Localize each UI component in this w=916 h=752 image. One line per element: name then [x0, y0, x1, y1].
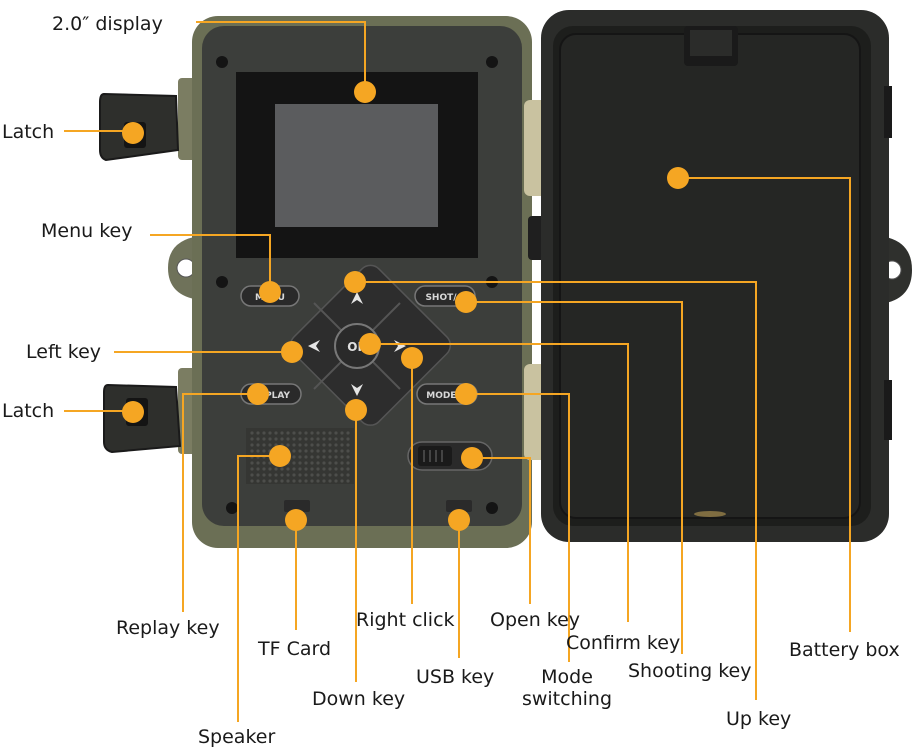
label-battery-box: Battery box [789, 639, 900, 661]
label-usb-key: USB key [416, 666, 495, 688]
display-dot [354, 81, 376, 103]
bottom-slots [284, 500, 472, 512]
down-arrow-icon [351, 384, 363, 396]
label-menu-key: Menu key [41, 220, 133, 242]
shooting-key-leader [466, 301, 683, 654]
label-latch-top: Latch [2, 121, 55, 143]
replay-button-text: REPLAY [252, 391, 291, 401]
callout-dots [122, 81, 689, 531]
display-leader [196, 21, 366, 92]
menu-key-dot [259, 281, 281, 303]
label-down-key: Down key [312, 688, 406, 710]
mode-button-text: MODE/ [426, 391, 460, 401]
label-replay-key: Replay key [116, 617, 220, 639]
label-left-key: Left key [26, 341, 102, 363]
label-up-key: Up key [726, 708, 792, 730]
down-key-dot [345, 399, 367, 421]
battery-box-leader [678, 177, 851, 632]
leader-lines [64, 21, 851, 722]
latch-bottom-dot [122, 401, 144, 423]
up-key-leader [355, 281, 757, 700]
up-arrow-icon [351, 292, 363, 304]
up-key-dot [344, 271, 366, 293]
label-open-key: Open key [490, 609, 581, 631]
tf-card-dot [285, 509, 307, 531]
speaker-leader [237, 455, 280, 722]
label-mode-line1: Mode [541, 666, 593, 688]
mode-switching-leader [466, 393, 570, 662]
replay-key-dot [247, 383, 269, 405]
label-latch-bottom: Latch [2, 400, 55, 422]
label-confirm-key: Confirm key [566, 632, 681, 654]
latch-top [99, 78, 200, 162]
mode-switching-dot [455, 383, 477, 405]
label-display: 2.0″ display [52, 13, 163, 35]
speaker-dot [269, 445, 291, 467]
latch-top-dot [122, 122, 144, 144]
left-arrow-icon [308, 340, 320, 352]
display-screen [236, 72, 478, 258]
speaker-grille [246, 428, 354, 484]
battery-box-dot [667, 167, 689, 189]
label-shooting-key: Shooting key [628, 660, 752, 682]
usb-key-dot [448, 509, 470, 531]
replay-key-leader [182, 393, 258, 612]
left-key-dot [281, 341, 303, 363]
label-mode-switching: Mode switching [518, 666, 616, 710]
shot-button-text: SHOT/ [425, 293, 457, 303]
label-right-click: Right click [356, 609, 455, 631]
shooting-key-dot [455, 291, 477, 313]
label-speaker: Speaker [198, 726, 276, 748]
open-key-dot [461, 447, 483, 469]
label-tf-card: TF Card [258, 638, 332, 660]
right-click-dot [401, 347, 423, 369]
battery-lid [541, 10, 892, 542]
confirm-key-dot [359, 333, 381, 355]
confirm-key-leader [370, 343, 629, 622]
label-mode-line2: switching [521, 688, 613, 710]
open-key-leader [472, 457, 531, 604]
menu-key-leader [150, 234, 271, 292]
